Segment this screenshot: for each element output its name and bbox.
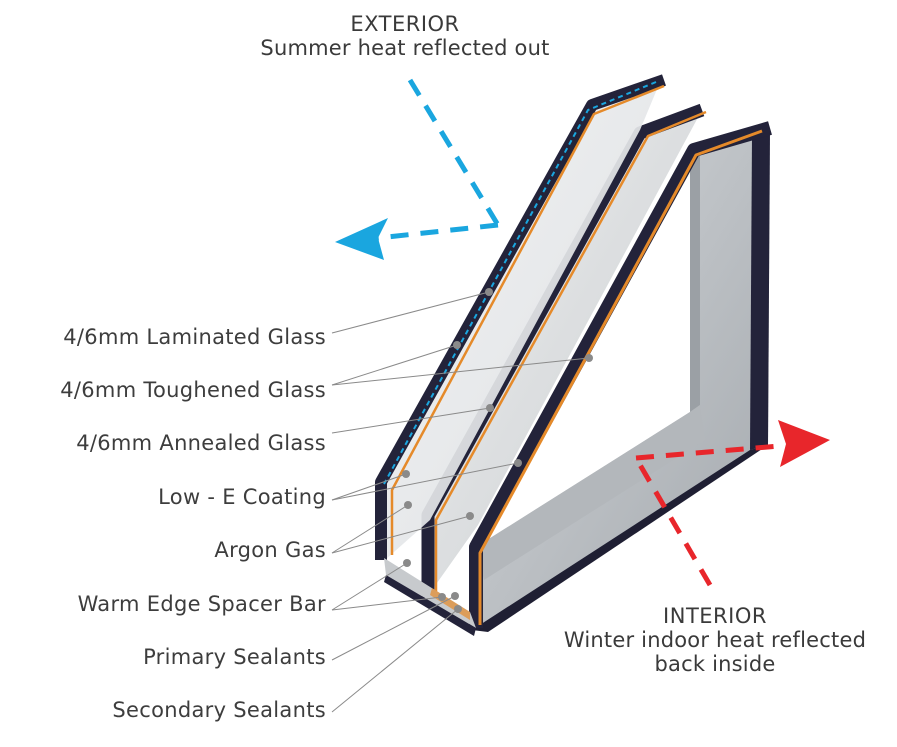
leader-lines (331, 291, 590, 713)
winter-heat-arrow (633, 420, 830, 587)
label-annealed-glass: 4/6mm Annealed Glass (76, 431, 326, 455)
label-low-e-coating: Low - E Coating (158, 485, 326, 509)
summer-heat-arrow (335, 78, 501, 260)
label-secondary-sealants: Secondary Sealants (112, 698, 326, 722)
label-toughened-glass: 4/6mm Toughened Glass (60, 378, 326, 402)
exterior-title: EXTERIOR (350, 12, 460, 36)
interior-subtitle-line1: Winter indoor heat reflected (563, 628, 867, 652)
label-primary-sealants: Primary Sealants (143, 645, 326, 669)
interior-title: INTERIOR (663, 604, 767, 628)
interior-heading: INTERIOR Winter indoor heat reflected ba… (520, 604, 897, 676)
label-laminated-glass: 4/6mm Laminated Glass (63, 325, 326, 349)
exterior-subtitle: Summer heat reflected out (260, 36, 550, 60)
label-argon-gas: Argon Gas (214, 538, 326, 562)
interior-subtitle-line2: back inside (654, 652, 776, 676)
interior-pane (469, 121, 772, 632)
label-warm-edge-spacer-bar: Warm Edge Spacer Bar (77, 592, 326, 616)
exterior-heading: EXTERIOR Summer heat reflected out (200, 12, 610, 60)
